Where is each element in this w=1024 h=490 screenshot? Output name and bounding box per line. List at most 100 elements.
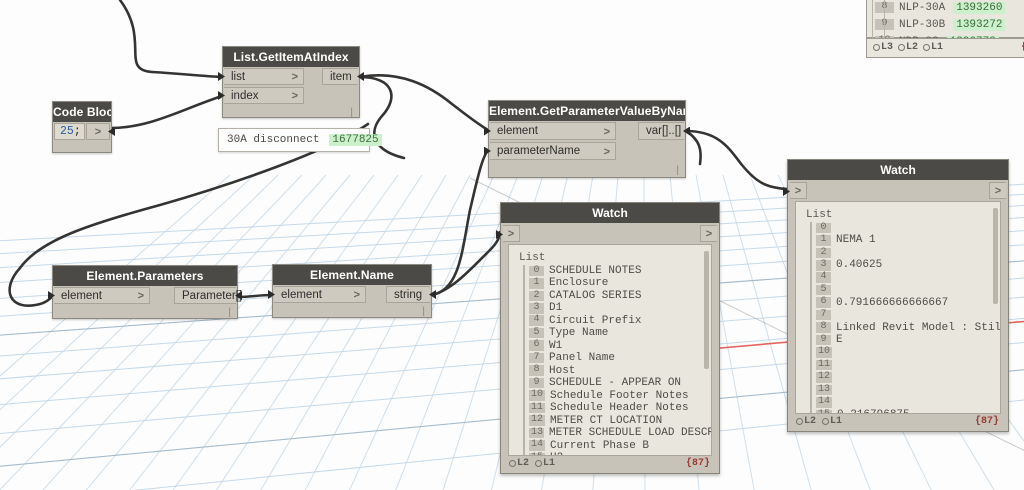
list-level-l1[interactable]: L1	[535, 458, 555, 469]
list-level-indicators[interactable]: L2 L1	[796, 416, 842, 427]
port-row: index >	[218, 86, 359, 105]
input-connector-nub[interactable]	[48, 291, 55, 300]
level-dot-icon	[873, 44, 880, 51]
node-element-get-parameter-value-by-name[interactable]: Element.GetParameterValueByName element …	[484, 100, 690, 178]
port-row: list > item	[218, 67, 364, 86]
node-title: Element.GetParameterValueByName	[489, 101, 685, 121]
output-port-label: item	[330, 70, 352, 83]
list-item-text: W1	[549, 339, 563, 352]
chevron-right-icon: >	[705, 227, 713, 240]
list-item: 0	[812, 222, 994, 234]
list-item-text: SCHEDULE NOTES	[549, 264, 642, 277]
preview-bubble-30a-disconnect[interactable]: 30A disconnect 1677825	[218, 128, 382, 152]
output-connector-nub[interactable]	[683, 126, 690, 136]
list-level-indicators[interactable]: L3 L2 L1	[873, 42, 943, 53]
input-port-list[interactable]: list >	[218, 68, 304, 85]
list-level-indicators[interactable]: L2 L1	[509, 458, 555, 469]
list-item-index: 8	[816, 322, 831, 333]
list-level-l3[interactable]: L3	[873, 42, 893, 53]
list-item-text: E	[836, 334, 843, 347]
node-element-parameters[interactable]: Element.Parameters element > Parameter[]…	[48, 265, 242, 319]
list-level-l2[interactable]: L2	[509, 458, 529, 469]
list-level-l1[interactable]: L1	[923, 42, 943, 53]
code-block-editor[interactable]: 25;	[54, 123, 85, 140]
list-item-index: 4	[529, 315, 544, 326]
row-value: 1393260	[953, 1, 1006, 14]
input-port-index[interactable]: index >	[218, 87, 304, 104]
node-element-name[interactable]: Element.Name element > string |	[268, 264, 436, 318]
input-connector-nub[interactable]	[783, 187, 790, 196]
output-port-var[interactable]: var[]..[]	[638, 122, 690, 140]
input-connector-nub[interactable]	[268, 290, 275, 299]
port-row: element > Parameter[]	[48, 286, 242, 305]
input-port[interactable]: >	[496, 225, 520, 242]
level-dot-icon	[923, 44, 931, 51]
input-connector-nub[interactable]	[484, 146, 491, 156]
list-level-l2[interactable]: L2	[796, 416, 816, 427]
preview-label: 30A disconnect	[227, 134, 320, 146]
level-dot-icon	[796, 418, 803, 425]
list-level-l1[interactable]: L1	[822, 416, 842, 427]
output-port-string[interactable]: string	[386, 286, 436, 303]
input-connector-nub[interactable]	[218, 91, 225, 100]
chevron-right-icon: >	[603, 146, 610, 158]
node-footer: |	[223, 105, 359, 119]
input-port-element[interactable]: element >	[48, 287, 150, 304]
list-level-l2[interactable]: L2	[898, 42, 918, 53]
output-connector-nub[interactable]	[357, 72, 364, 81]
list-root-label: List	[806, 209, 833, 221]
level-label: L2	[804, 416, 817, 427]
output-port[interactable]: >	[700, 225, 717, 242]
input-port-element[interactable]: element >	[268, 286, 366, 303]
list-item-index: 10	[529, 389, 546, 401]
node-resize-handle[interactable]: |	[422, 306, 425, 317]
list-item-text: Type Name	[549, 327, 609, 340]
node-resize-handle[interactable]: |	[676, 165, 679, 176]
output-connector-nub[interactable]	[235, 291, 242, 300]
node-list-get-item-at-index[interactable]: List.GetItemAtIndex list > item index >	[218, 46, 364, 119]
output-port-parameter-array[interactable]: Parameter[]	[174, 287, 242, 304]
list-item-index: 2	[529, 290, 544, 302]
node-title: Code Block	[53, 102, 111, 122]
output-chevron-icon: >	[94, 125, 102, 138]
input-port-element[interactable]: element >	[484, 122, 616, 140]
input-port[interactable]: >	[783, 182, 807, 199]
list-item-index: 3	[816, 259, 831, 271]
list-item-text: Schedule Header Notes	[550, 402, 689, 415]
output-connector-nub[interactable]	[108, 127, 115, 136]
node-code-block[interactable]: Code Block 25; >	[52, 101, 115, 155]
node-title: Element.Name	[273, 265, 431, 285]
input-connector-nub[interactable]	[484, 126, 491, 136]
code-block-output-port[interactable]: >	[86, 123, 115, 140]
input-port-parameter-name[interactable]: parameterName >	[484, 142, 616, 160]
node-resize-handle[interactable]: |	[228, 307, 231, 318]
input-connector-nub[interactable]	[496, 230, 503, 239]
output-port[interactable]: >	[989, 182, 1006, 199]
vertical-scrollbar[interactable]	[993, 208, 998, 304]
node-footer: |	[273, 304, 431, 318]
list-root-label: List	[519, 252, 546, 264]
output-connector-nub[interactable]	[429, 290, 436, 299]
list-item: 12	[812, 372, 994, 384]
vertical-scrollbar[interactable]	[704, 251, 709, 369]
list-item-index: 15	[816, 409, 833, 413]
input-connector-nub[interactable]	[218, 72, 225, 81]
output-port-item[interactable]: item	[322, 68, 364, 85]
list-item: 5	[812, 284, 994, 296]
node-footer	[53, 141, 111, 155]
list-item-index: 1	[816, 235, 831, 246]
node-resize-handle[interactable]: |	[350, 107, 353, 118]
